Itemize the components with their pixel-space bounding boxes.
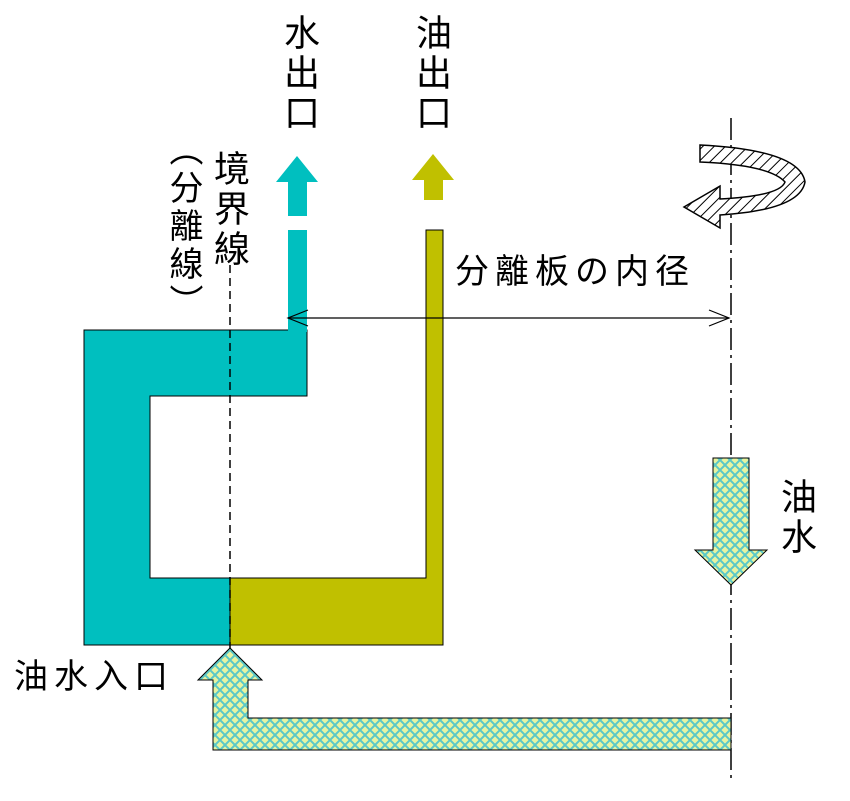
oil-outlet-label: 油出口 xyxy=(410,14,451,134)
inlet-channel xyxy=(196,647,732,751)
down-arrow-icon xyxy=(693,457,769,586)
oil-channel xyxy=(229,229,444,646)
diameter-dimension xyxy=(286,309,731,327)
water-riser xyxy=(288,230,307,332)
separation-line-label: （分離線） xyxy=(163,132,203,322)
water-outlet-label: 水出口 xyxy=(278,14,319,134)
up-arrow-icon xyxy=(276,156,318,216)
boundary-label: 境界線 xyxy=(208,150,249,270)
oil-water-inlet-label: 油水入口 xyxy=(14,657,174,697)
up-arrow-icon xyxy=(412,154,454,200)
oil-water-label: 油水 xyxy=(775,478,816,558)
rotation-arrow-icon xyxy=(682,144,806,230)
plate-inner-diameter-label: 分離板の内径 xyxy=(455,252,695,292)
water-channel xyxy=(83,329,308,646)
